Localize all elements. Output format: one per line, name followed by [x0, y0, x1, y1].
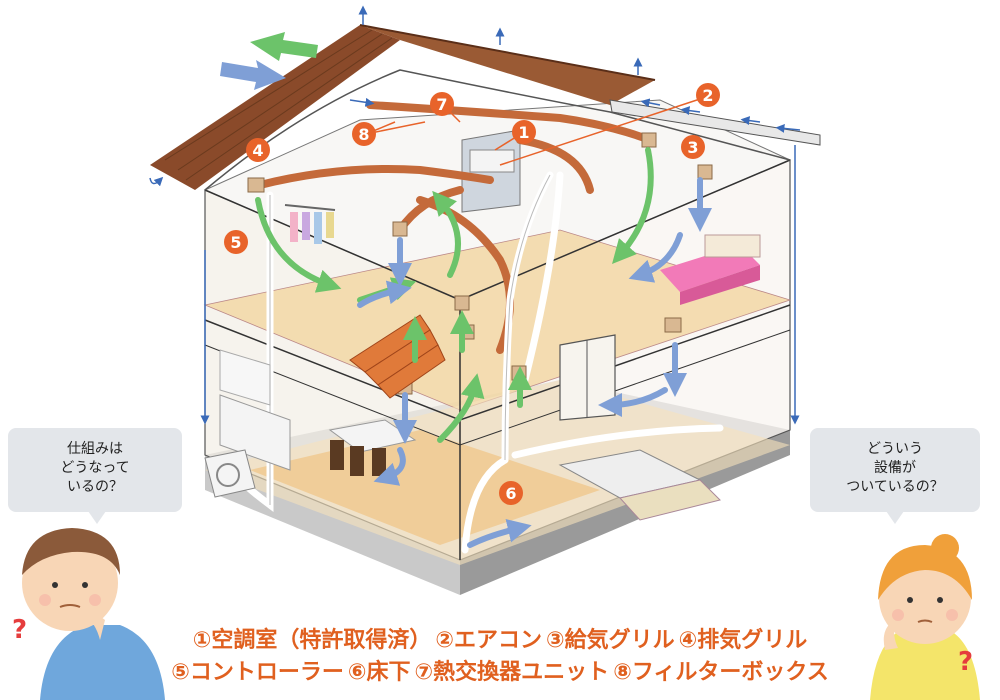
sliding-doors: [559, 334, 616, 421]
marker-leader-lines: [365, 96, 707, 166]
roof-top: [360, 25, 655, 105]
legend-item: ③給気グリル: [546, 628, 675, 653]
svg-text:8: 8: [358, 125, 369, 144]
svg-text:4: 4: [252, 141, 263, 160]
bed: [660, 234, 761, 305]
svg-text:3: 3: [687, 138, 698, 157]
svg-text:6: 6: [505, 484, 516, 503]
roof-tiles: [164, 29, 393, 181]
speech-bubble-right: どういう 設備が ついているの？: [810, 428, 980, 524]
grilles: [247, 132, 713, 395]
svg-text:1: 1: [518, 123, 529, 142]
supply-big-arrow: [250, 32, 318, 61]
roof-ridge: [359, 24, 656, 81]
svg-text:7: 7: [436, 95, 447, 114]
woman-character: ?: [870, 534, 980, 700]
bubble-right-line: ついているの？: [846, 479, 944, 495]
svg-text:2: 2: [702, 86, 713, 105]
marker-7: 7: [430, 92, 454, 116]
question-mark-right: ?: [958, 647, 973, 677]
ventilation-arrows: [149, 5, 801, 425]
entrance-steps: [558, 449, 721, 521]
roof-left: [150, 25, 400, 190]
marker-5: 5: [224, 230, 248, 254]
bubble-left-line: どうなって: [60, 460, 130, 476]
legend-item: ②エアコン: [435, 628, 542, 653]
exhaust-big-arrow: [220, 60, 286, 90]
bubble-left-line: 仕組みは: [67, 441, 123, 457]
bubble-right-line: 設備が: [874, 460, 916, 476]
legend-item: ⑧フィルターボックス: [613, 660, 829, 685]
clothes-rack: [284, 204, 336, 244]
svg-text:5: 5: [230, 233, 241, 252]
marker-2: 2: [696, 83, 720, 107]
bubble-right-line: どういう: [867, 441, 923, 457]
air-conditioner-unit: [469, 149, 515, 173]
speech-bubble-left: 仕組みは どうなって いるの？: [8, 428, 182, 524]
marker-4: 4: [246, 138, 270, 162]
question-mark-left: ?: [12, 615, 27, 645]
bubble-left-line: いるの？: [67, 479, 123, 495]
marker-6: 6: [499, 481, 523, 505]
legend-item: ①空調室（特許取得済）: [192, 628, 432, 653]
legend-item: ⑦熱交換器ユニット: [414, 660, 610, 685]
marker-8: 8: [352, 122, 376, 146]
marker-3: 3: [681, 135, 705, 159]
return-air-arrows: [357, 177, 712, 548]
man-character: ?: [12, 528, 165, 700]
legend-item: ④排気グリル: [678, 628, 808, 653]
legend-item: ⑤コントローラー: [171, 660, 344, 685]
marker-1: 1: [512, 120, 536, 144]
supply-air-arrows: [255, 147, 654, 443]
outdoor-unit: [204, 449, 256, 498]
legend-item: ⑥床下: [347, 660, 411, 685]
